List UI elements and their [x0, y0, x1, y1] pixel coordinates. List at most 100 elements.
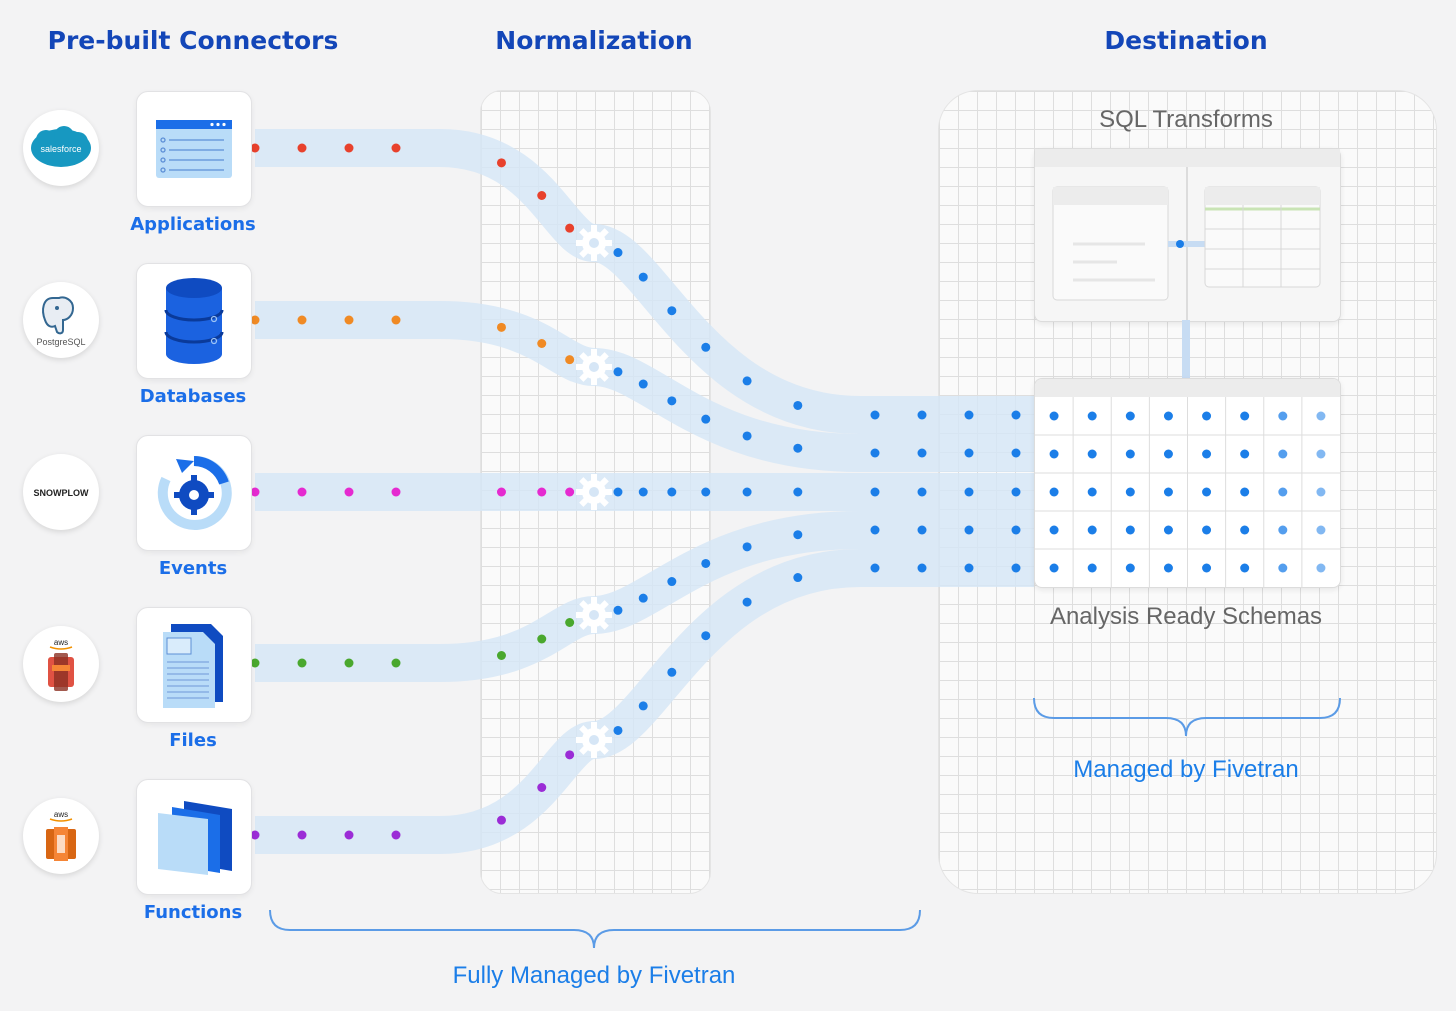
flow-dot-normalized [917, 410, 927, 420]
schema-cell-dot [1163, 525, 1173, 535]
fully-managed-label: Fully Managed by Fivetran [452, 962, 736, 989]
schema-cell-dot [1202, 525, 1212, 535]
flow-dot-files [344, 658, 354, 668]
flow-dot-normalized [701, 558, 711, 568]
flow-dot-normalized [1011, 525, 1021, 535]
events-card [136, 435, 252, 551]
flow-dot-normalized [613, 248, 623, 258]
flow-dot-normalized [917, 448, 927, 458]
flow-dot-normalized [870, 487, 880, 497]
flow-dot-normalized [793, 443, 803, 453]
flow-dot-normalized [613, 367, 623, 377]
flow-dot-files [537, 634, 547, 644]
files-card [136, 607, 252, 723]
aws-s3-logo: aws [23, 626, 99, 702]
schema-cell-dot [1125, 487, 1135, 497]
flow-dot-functions [565, 750, 575, 760]
flow-dot-normalized [638, 593, 648, 603]
flow-dot-normalized [613, 487, 623, 497]
flow-dot-normalized [638, 272, 648, 282]
schema-cell-dot [1087, 487, 1097, 497]
flow-dot-normalized [742, 487, 752, 497]
schema-cell-dot [1163, 563, 1173, 573]
salesforce-logo-text: salesforce [40, 144, 81, 154]
aws-s3-logo-text: aws [54, 638, 68, 647]
files-label: Files [169, 730, 217, 751]
managed-dest-label: Managed by Fivetran [1073, 756, 1299, 783]
flow-dot-databases [565, 355, 575, 365]
functions-card [136, 779, 252, 895]
sql-to-schema-connector [1182, 320, 1190, 378]
flow-dot-normalized [613, 725, 623, 735]
flow-dot-applications [496, 158, 506, 168]
flow-dot-normalized [917, 487, 927, 497]
analysis-ready-schemas-table [1034, 378, 1341, 588]
flow-dot-normalized [917, 563, 927, 573]
schema-cell-dot [1278, 411, 1288, 421]
heading-destination: Destination [1104, 26, 1268, 55]
gear-icon [576, 225, 612, 261]
layered-pages-icon [158, 801, 232, 875]
schema-cell-dot [1316, 411, 1326, 421]
flow-dot-databases [250, 315, 260, 325]
schema-cell-dot [1087, 563, 1097, 573]
flow-dot-events [391, 487, 401, 497]
heading-normalization: Normalization [495, 26, 693, 55]
flow-dot-normalized [742, 542, 752, 552]
flow-dot-normalized [793, 400, 803, 410]
flow-dot-databases [391, 315, 401, 325]
events-label: Events [158, 558, 228, 579]
flow-dot-events [344, 487, 354, 497]
flow-dot-files [496, 651, 506, 660]
flow-dot-normalized [667, 577, 677, 587]
flow-dot-normalized [742, 431, 752, 441]
schema-cell-dot [1278, 449, 1288, 459]
flow-dot-normalized [667, 487, 677, 497]
postgresql-logo-text: PostgreSQL [36, 337, 85, 347]
flow-dot-files [391, 658, 401, 668]
schema-cell-dot [1240, 525, 1250, 535]
flow-dot-normalized [701, 487, 711, 497]
flow-dot-normalized [667, 667, 677, 677]
schema-cell-dot [1087, 449, 1097, 459]
flow-dot-events [496, 487, 506, 497]
gear-icon [576, 597, 612, 633]
flow-dot-normalized [870, 410, 880, 420]
schema-cell-dot [1316, 525, 1326, 535]
schema-cell-dot [1202, 487, 1212, 497]
flow-dot-files [297, 658, 307, 668]
flow-dot-normalized [1011, 563, 1021, 573]
schema-cell-dot [1316, 563, 1326, 573]
document-file-icon [163, 624, 223, 708]
flow-dot-normalized [1011, 448, 1021, 458]
flow-dot-normalized [964, 563, 974, 573]
snowplow-logo: SNOWPLOW [23, 454, 99, 530]
flow-dot-normalized [964, 487, 974, 497]
analysis-ready-label: Analysis Ready Schemas [1049, 603, 1323, 630]
flow-dot-files [565, 618, 575, 627]
schema-cell-dot [1316, 449, 1326, 459]
flow-dot-functions [250, 830, 260, 840]
schema-cell-dot [1316, 487, 1326, 497]
functions-label: Functions [143, 902, 243, 923]
schema-cell-dot [1163, 487, 1173, 497]
flow-dot-normalized [638, 701, 648, 711]
schema-cell-dot [1125, 449, 1135, 459]
schema-cell-dot [1240, 487, 1250, 497]
schema-cell-dot [1049, 525, 1059, 535]
gear-icon [576, 722, 612, 758]
aws-lambda-logo: aws [23, 798, 99, 874]
flow-dot-events [565, 487, 575, 497]
gear-icon [576, 474, 612, 510]
flow-dot-normalized [964, 525, 974, 535]
aws-lambda-logo-text: aws [54, 810, 68, 819]
event-cycle-gear-icon [157, 455, 232, 530]
schema-cell-dot [1049, 563, 1059, 573]
flow-dot-normalized [870, 448, 880, 458]
schema-cell-dot [1049, 449, 1059, 459]
flow-dot-applications [391, 143, 401, 153]
schema-cell-dot [1240, 449, 1250, 459]
salesforce-logo: salesforce [23, 110, 99, 186]
postgresql-logo: PostgreSQL [23, 282, 99, 358]
